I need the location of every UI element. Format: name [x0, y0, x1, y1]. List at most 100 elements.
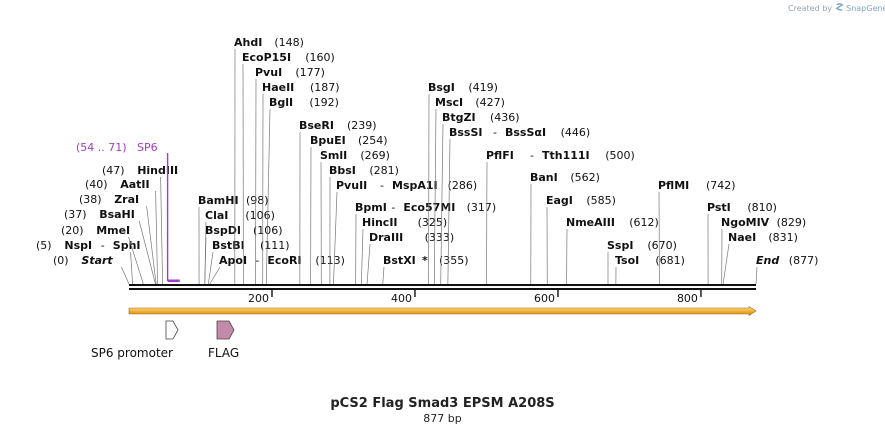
site-pflfi[interactable]: PflFI-Tth111I(500)	[486, 149, 635, 285]
site-position: (47)	[102, 164, 125, 177]
site-position: (831)	[768, 231, 798, 244]
site-position: (742)	[706, 179, 736, 192]
site-position: (333)	[425, 231, 455, 244]
site-name: SmlI	[320, 149, 347, 162]
site-name: NgoMIV	[721, 216, 770, 229]
credit-brand: SnapGene	[846, 4, 885, 13]
site-leader-line	[208, 251, 214, 285]
feature-sp6-promoter[interactable]: SP6 promoter	[91, 320, 179, 360]
site-msci[interactable]: MscI(427)	[433, 96, 505, 285]
site-bspdi[interactable]: BspDI(106)	[204, 224, 283, 285]
site-aatii[interactable]: (40)AatII	[85, 178, 158, 285]
site-bsssi[interactable]: BssSI-BssSαI(446)	[447, 126, 590, 285]
site-start[interactable]: (0)Start	[53, 254, 130, 285]
snapgene-credit: Created by SnapGene	[788, 3, 885, 13]
site-name: Start	[81, 254, 113, 267]
site-separator: -	[493, 126, 497, 139]
site-name: ApoI	[219, 254, 247, 267]
site-haeii[interactable]: HaeII(187)	[262, 81, 340, 285]
primer-bar[interactable]	[167, 279, 180, 283]
site-name: BspDI	[205, 224, 241, 237]
site-name: BpmI	[355, 201, 387, 214]
site-draiii[interactable]: DraIII(333)	[366, 231, 455, 285]
site-leader-line	[121, 266, 130, 285]
site-name: PvuI	[255, 66, 282, 79]
site-bbsi[interactable]: BbsI(281)	[329, 164, 399, 285]
site-apoi[interactable]: ApoI-EcoRI(113)	[209, 254, 345, 285]
site-position: (681)	[655, 254, 685, 267]
site-position: (325)	[418, 216, 448, 229]
map-length: 877 bp	[423, 412, 462, 425]
site-mmei[interactable]: (20)MmeI	[61, 224, 144, 285]
site-position: (160)	[305, 51, 335, 64]
site-bpuei[interactable]: BpuEI(254)	[310, 134, 388, 285]
site-leader-line	[722, 243, 730, 285]
site-position: (148)	[274, 36, 304, 49]
site-bgli[interactable]: BglI(192)	[265, 96, 339, 285]
site-psti[interactable]: PstI(810)	[707, 201, 777, 285]
site-name: BsgI	[428, 81, 455, 94]
site-position: (106)	[245, 209, 275, 222]
ruler-tick-label: 400	[391, 292, 412, 305]
site-name: PstI	[707, 201, 731, 214]
site-name: ClaI	[205, 209, 228, 222]
site-position: (37)	[64, 208, 87, 221]
ruler-tick-label: 800	[677, 292, 698, 305]
site-leader-line	[440, 123, 444, 285]
site-name: HindIII	[137, 164, 178, 177]
site-pflmi[interactable]: PflMI(742)	[658, 179, 736, 285]
site-name: End	[756, 254, 779, 267]
feature-flag[interactable]: FLAG	[208, 320, 239, 360]
site-nspi[interactable]: (5)NspI-SphI	[36, 239, 141, 285]
site-name: NmeAIII	[566, 216, 615, 229]
site-naei[interactable]: NaeI(831)	[722, 231, 798, 285]
site-leader-line	[366, 243, 371, 285]
site-name: BanI	[530, 171, 558, 184]
site-name: BstXI	[383, 254, 416, 267]
site-name: AatII	[120, 178, 149, 191]
site-smli[interactable]: SmlI(269)	[320, 149, 390, 285]
site-nmeaiii[interactable]: NmeAIII(612)	[566, 216, 659, 285]
site-name: BtgZI	[442, 111, 476, 124]
site-name: HincII	[362, 216, 398, 229]
site-leader-line	[265, 108, 271, 285]
feature-arrow	[216, 320, 235, 340]
site-position: (239)	[347, 119, 377, 132]
site-sspi[interactable]: SspI(670)	[607, 239, 677, 285]
site-bpmi[interactable]: BpmI-Eco57MI(317)	[355, 201, 496, 285]
site-ahdi[interactable]: AhdI (148)	[234, 36, 304, 285]
site-ngomiv[interactable]: NgoMIV(829)	[721, 216, 806, 285]
site-separator: -	[101, 239, 105, 252]
site-eagi[interactable]: EagI(585)	[546, 194, 616, 285]
site-position: (187)	[310, 81, 340, 94]
site-separator: -	[380, 179, 384, 192]
site-pvuii[interactable]: PvuII-MspA1I(286)	[333, 179, 477, 285]
site-position: (192)	[309, 96, 339, 109]
site-ecop15i[interactable]: EcoP15I(160)	[242, 51, 335, 285]
site-bsgi[interactable]: BsgI (419)	[428, 81, 498, 285]
site-zrai[interactable]: (38)ZraI	[79, 193, 157, 285]
site-leader-line	[138, 220, 156, 285]
site-name-2: BssSαI	[505, 126, 546, 139]
site-position: (419)	[468, 81, 498, 94]
ruler-tick-label: 600	[534, 292, 555, 305]
site-hincii[interactable]: HincII (325)	[361, 216, 448, 285]
site-name: AhdI	[234, 36, 262, 49]
site-position: (5)	[36, 239, 52, 252]
site-bstxi[interactable]: BstXI*(355)	[382, 254, 469, 285]
site-position: (585)	[586, 194, 616, 207]
site-tsoi[interactable]: TsoI(681)	[615, 254, 685, 285]
site-name: ZraI	[114, 193, 139, 206]
site-pvui[interactable]: PvuI (177)	[255, 66, 325, 285]
site-btgzi[interactable]: BtgZI (436)	[440, 111, 520, 285]
site-position: (177)	[295, 66, 325, 79]
site-leader-line	[155, 190, 158, 285]
snapgene-logo-icon	[835, 3, 844, 11]
site-name-2: MspA1I	[392, 179, 438, 192]
site-position: (436)	[490, 111, 520, 124]
site-bseri[interactable]: BseRI(239)	[299, 119, 377, 285]
site-bani[interactable]: BanI(562)	[530, 171, 600, 285]
sequence-map: (0)Start(5)NspI-SphI(20)MmeI(37)BsaHI(38…	[36, 36, 818, 360]
site-end[interactable]: End(877)	[755, 254, 818, 285]
site-bsahi[interactable]: (37)BsaHI	[64, 208, 156, 285]
